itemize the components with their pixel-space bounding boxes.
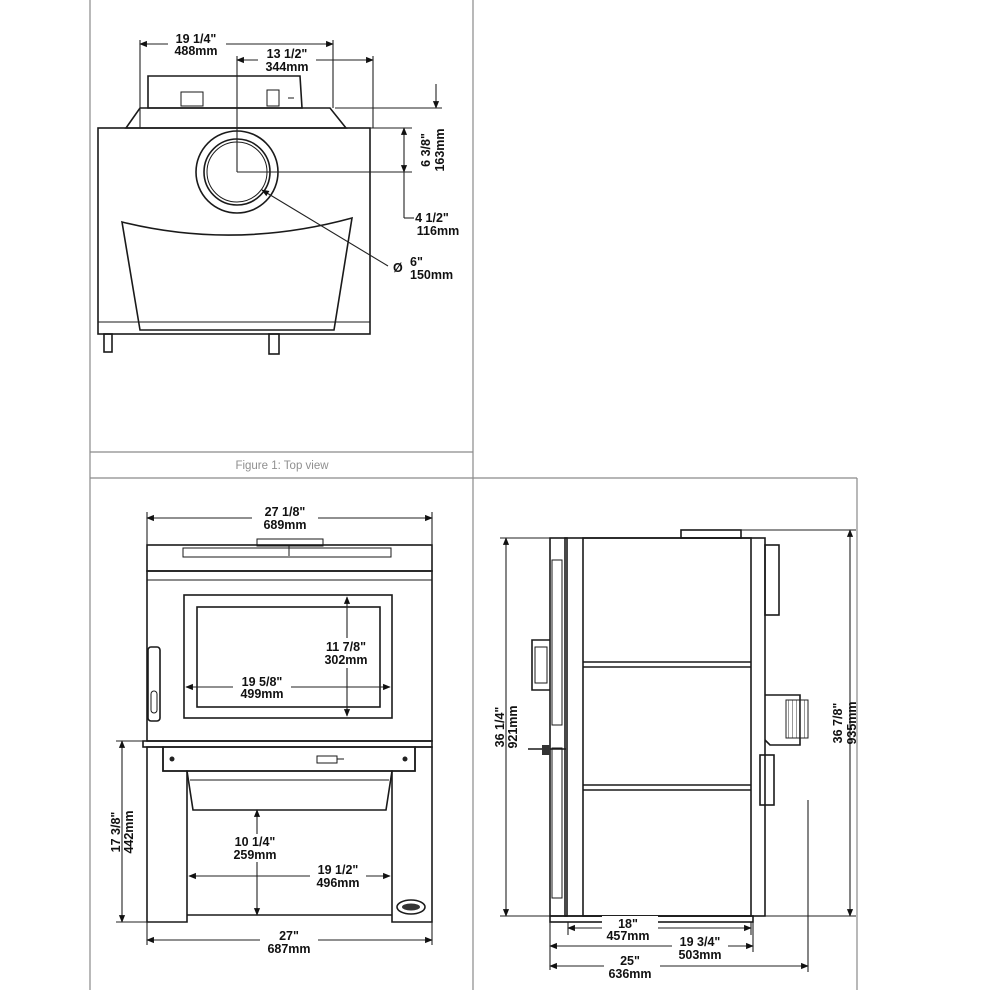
dim-glass-width-in: 19 5/8" xyxy=(242,675,283,689)
dim-base-width-in: 27" xyxy=(279,929,299,943)
dim-flue-diameter-in: 6" xyxy=(410,255,423,269)
dim-leg-span-mm: 496mm xyxy=(316,876,359,890)
dim-ash-clearance-in: 10 1/4" xyxy=(235,835,276,849)
dim-flue-diameter-symbol: Ø xyxy=(393,261,403,275)
dim-flue-offset-back-in: 6 3/8" xyxy=(419,133,433,167)
dim-depth-a-in: 18" xyxy=(618,917,638,931)
dim-depth-b-mm: 503mm xyxy=(678,948,721,962)
dim-depth-b-in: 19 3/4" xyxy=(680,935,721,949)
dim-flue-offset-side-in: 13 1/2" xyxy=(267,47,308,61)
front-view-drawing xyxy=(142,538,433,923)
figure-caption: Figure 1: Top view xyxy=(235,460,329,472)
dim-leg-height-in: 17 3/8" xyxy=(109,812,123,853)
dim-flue-diameter-mm: 150mm xyxy=(410,268,453,282)
dim-leg-height-mm: 442mm xyxy=(122,810,136,853)
panel-frames xyxy=(89,0,858,990)
dim-overall-depth-in: 25" xyxy=(620,954,640,968)
dim-leg-span-in: 19 1/2" xyxy=(318,863,359,877)
dim-collar-height-in: 4 1/2" xyxy=(415,211,449,225)
dim-flue-offset-back-mm: 163mm xyxy=(433,128,447,171)
side-view-dimensions: 36 1/4" 921mm 36 7/8" 935mm 18" 457mm 19… xyxy=(493,529,859,981)
dim-overall-width-mm: 488mm xyxy=(174,44,217,58)
dim-glass-height-in: 11 7/8" xyxy=(326,640,366,654)
dim-glass-height-mm: 302mm xyxy=(324,653,367,667)
dim-overall-height-in: 36 7/8" xyxy=(831,703,845,744)
dim-collar-height-mm: 116mm xyxy=(417,224,459,238)
dim-ash-clearance-mm: 259mm xyxy=(233,848,276,862)
front-view-dimensions: 27 1/8" 689mm 11 7/8" 302mm 19 5/8" 499m… xyxy=(109,503,433,956)
top-view-drawing xyxy=(97,75,371,355)
dim-top-width-in: 27 1/8" xyxy=(265,505,306,519)
dim-overall-depth-mm: 636mm xyxy=(608,967,651,981)
dim-body-height-mm: 921mm xyxy=(506,705,520,748)
side-view-drawing xyxy=(528,529,809,923)
dim-overall-width-in: 19 1/4" xyxy=(176,32,217,46)
dim-body-height-in: 36 1/4" xyxy=(493,707,507,748)
dim-glass-width-mm: 499mm xyxy=(240,687,283,701)
dim-flue-offset-side-mm: 344mm xyxy=(265,60,308,74)
dim-top-width-mm: 689mm xyxy=(263,518,306,532)
dim-base-width-mm: 687mm xyxy=(267,942,310,956)
dim-depth-a-mm: 457mm xyxy=(606,929,649,943)
dim-overall-height-mm: 935mm xyxy=(845,701,859,744)
top-view-dimensions: 19 1/4" 488mm 13 1/2" 344mm 6 3/8" 163mm… xyxy=(139,32,459,282)
